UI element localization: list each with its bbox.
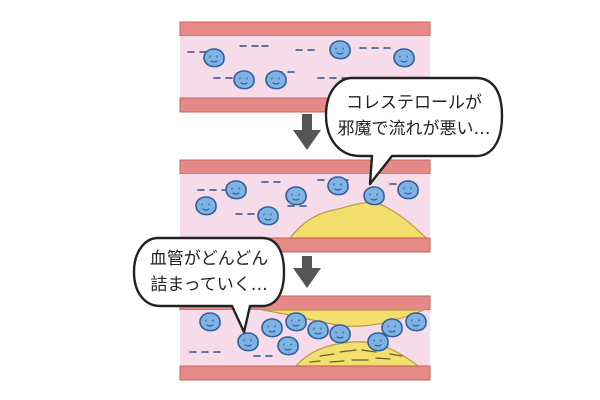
blood-cell-icon	[397, 180, 419, 200]
blood-cell-icon	[327, 176, 349, 196]
blood-cell-icon	[225, 180, 247, 200]
bubble-line: 詰まっていく…	[150, 275, 268, 295]
blood-cell-icon	[261, 318, 283, 338]
blood-cell-icon	[233, 70, 255, 90]
blood-cells	[195, 40, 427, 356]
plaque	[288, 202, 428, 239]
blood-cell-icon	[285, 312, 307, 332]
vessel-wall-bottom	[179, 365, 431, 381]
blood-cell-icon	[199, 312, 221, 332]
blood-cell-icon	[329, 40, 351, 60]
down-arrow-icon	[293, 114, 321, 150]
bubble-line: コレステロールが	[346, 93, 482, 113]
blood-cell-icon	[257, 206, 279, 226]
vessel-wall-top	[179, 159, 431, 175]
down-arrow-icon	[293, 256, 321, 288]
blood-cell-icon	[265, 70, 287, 90]
blood-cell-icon	[405, 312, 427, 332]
blood-cell-icon	[393, 48, 415, 68]
blood-cell-icon	[277, 336, 299, 356]
bubble-line: 血管がどんどん	[149, 249, 269, 269]
blood-cell-icon	[367, 332, 389, 352]
vessel-narrowed	[179, 295, 431, 381]
blood-cell-icon	[307, 320, 329, 340]
blood-cell-icon	[285, 186, 307, 206]
flow-dashes	[189, 351, 273, 357]
blood-cell-icon	[237, 332, 259, 352]
blood-cell-icon	[329, 324, 351, 344]
vessel-healthy	[179, 21, 431, 113]
plaque-bottom	[294, 341, 420, 367]
blood-cell-icon	[381, 318, 403, 338]
blood-cell-icon	[363, 186, 385, 206]
vessel-wall-top	[179, 21, 431, 37]
speech-bubble-icon	[132, 236, 286, 334]
blood-cell-icon	[203, 48, 225, 68]
speech-bubble-top	[324, 76, 504, 186]
bubble-text-middle: 血管がどんどん 詰まっていく…	[136, 246, 282, 298]
bubble-text-top: コレステロールが 邪魔で流れが悪い…	[330, 90, 498, 142]
blood-cell-icon	[195, 196, 217, 216]
speech-bubble-middle	[132, 236, 286, 334]
bubble-line: 邪魔で流れが悪い…	[337, 119, 491, 139]
plaque-streaks	[309, 349, 403, 363]
speech-bubble-icon	[324, 76, 504, 186]
